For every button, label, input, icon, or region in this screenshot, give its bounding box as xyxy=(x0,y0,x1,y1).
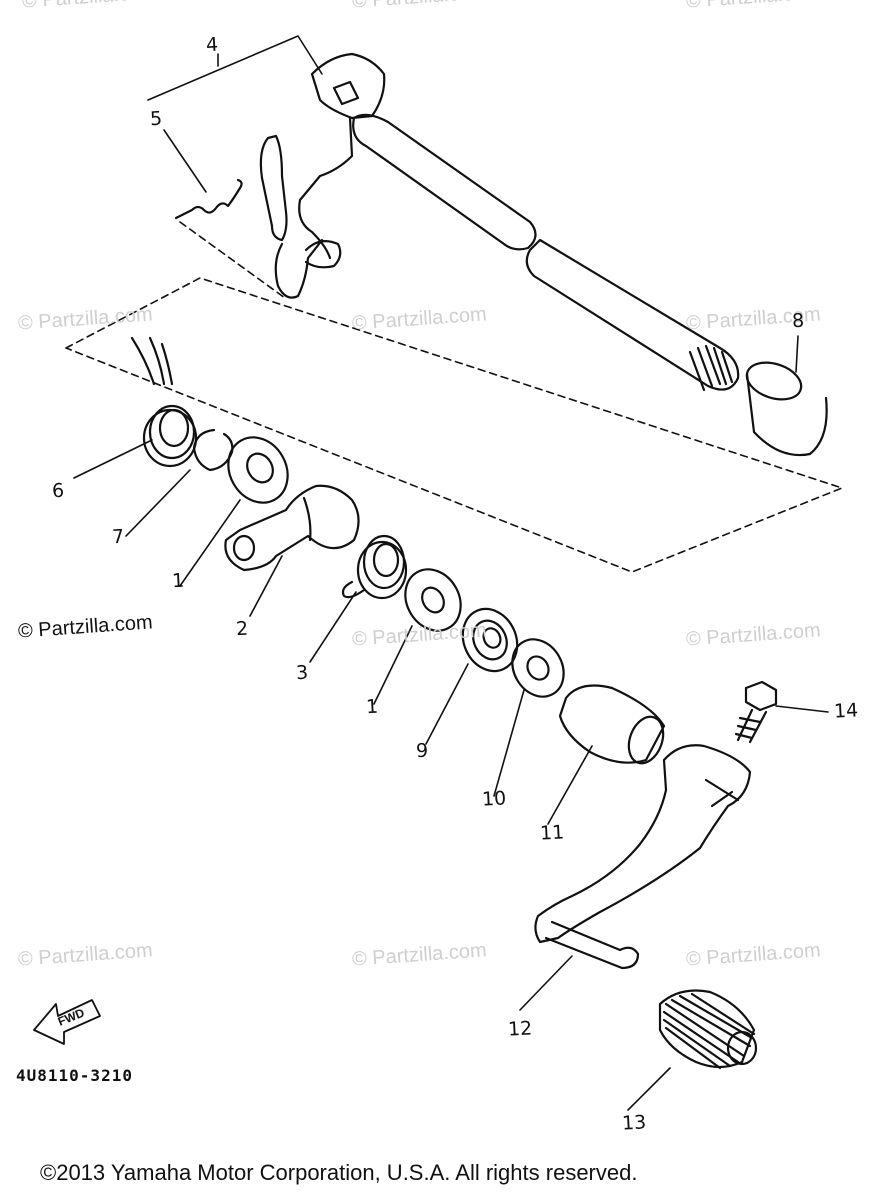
part-label: 13 xyxy=(621,1111,647,1135)
part-label: 6 xyxy=(51,479,65,503)
part-label: 12 xyxy=(507,1017,533,1041)
shift-shaft-assembly xyxy=(259,52,740,392)
part-label: 7 xyxy=(111,525,125,549)
part-label: 1 xyxy=(171,569,185,593)
washer-part xyxy=(511,638,565,698)
oil-seal-part xyxy=(461,607,519,673)
collar-part xyxy=(745,361,828,457)
part-label: 1 xyxy=(365,695,379,719)
forward-arrow-label: FWD xyxy=(56,1005,87,1028)
copyright-notice: ©2013 Yamaha Motor Corporation, U.S.A. A… xyxy=(40,1160,638,1185)
pedal-rubber-part xyxy=(658,989,758,1070)
part-label: 4 xyxy=(205,33,219,57)
shift-pedal-part xyxy=(534,744,752,970)
shift-arm-part xyxy=(224,484,360,572)
return-spring-part xyxy=(341,534,408,600)
forward-arrow-icon xyxy=(33,999,101,1045)
leader-lines xyxy=(73,35,829,1111)
e-clip-part xyxy=(192,428,234,472)
part-label: 10 xyxy=(481,787,507,811)
bolt-part xyxy=(734,680,778,744)
diagram-code: 4U8110-3210 xyxy=(16,1066,133,1085)
torsion-spring-part xyxy=(130,336,198,468)
part-label: 2 xyxy=(235,617,249,641)
small-spring-part xyxy=(174,178,243,220)
part-label: 3 xyxy=(295,661,309,685)
part-label: 14 xyxy=(833,699,859,723)
washer-part xyxy=(227,436,289,504)
part-label: 11 xyxy=(539,821,565,845)
bushing-part xyxy=(558,684,666,765)
part-label: 5 xyxy=(149,107,163,131)
part-label: 8 xyxy=(791,309,805,333)
washer-part xyxy=(404,568,462,632)
part-label: 9 xyxy=(415,739,429,763)
assembly-outline xyxy=(65,221,843,573)
